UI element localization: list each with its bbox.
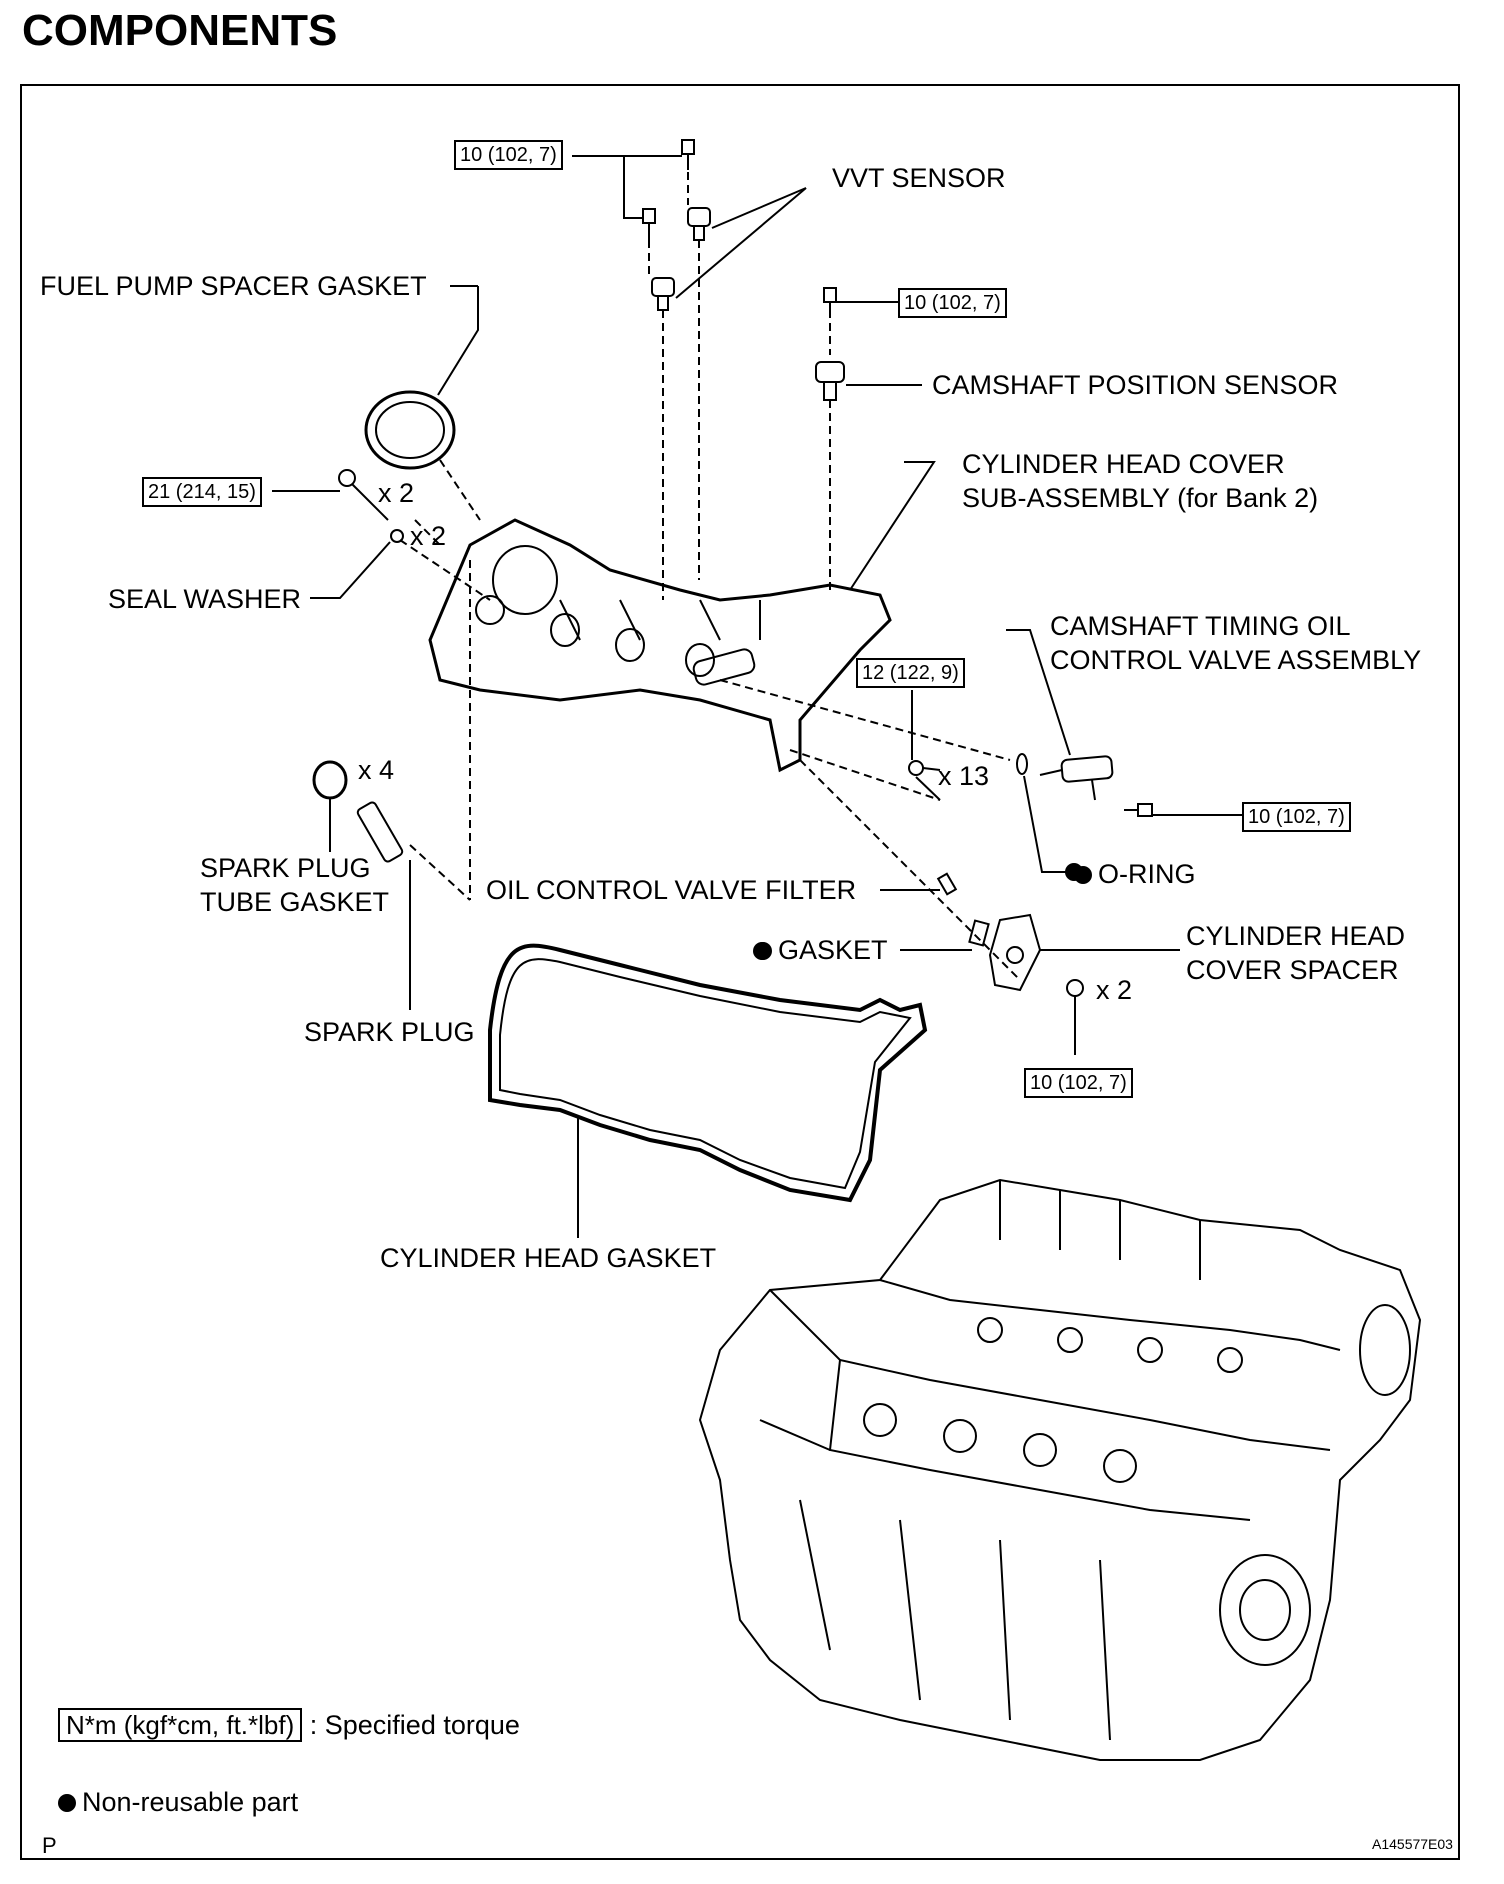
label-cylinder-head-gasket: CYLINDER HEAD GASKET (380, 1243, 717, 1273)
non-reusable-dot-icon (58, 1794, 76, 1812)
vvt-sensor-lower-icon (651, 277, 675, 311)
spark-plug-tube-gasket-icon (312, 760, 348, 800)
cam-position-bolt-icon (823, 287, 837, 312)
label-o-ring: O-RING (1074, 858, 1196, 890)
non-reusable-dot-icon (754, 942, 772, 960)
torque-spacer-bolt: 10 (102, 7) (1024, 1068, 1133, 1098)
legend-torque-unit: N*m (kgf*cm, ft.*lbf) (58, 1708, 303, 1742)
label-seal-washer: SEAL WASHER (108, 584, 302, 614)
qty-spacer-bolt: x 2 (1096, 975, 1133, 1005)
footer-left: P (42, 1833, 57, 1858)
label-cylinder-head-cover-line2: SUB-ASSEMBLY (for Bank 2) (962, 483, 1319, 513)
bolt-21-icon (338, 469, 389, 521)
camshaft-position-sensor-icon (815, 361, 845, 401)
cylinder-head-cover-icon (428, 518, 892, 773)
qty-bolt-21: x 2 (378, 478, 415, 508)
camshaft-timing-oil-control-valve-icon (1039, 755, 1114, 801)
diagram-frame (20, 84, 1460, 1860)
vvt-bolt-top-icon (681, 139, 695, 170)
cylinder-head-cover-spacer-icon (988, 913, 1042, 992)
oil-control-valve-filter-icon (936, 872, 958, 896)
torque-ocv-bolt: 10 (102, 7) (1242, 802, 1351, 832)
ocv-bolt-icon (1124, 803, 1153, 817)
o-ring-icon (1016, 753, 1028, 775)
bolt-12-icon (908, 760, 941, 776)
legend-torque: N*m (kgf*cm, ft.*lbf) : Specified torque (58, 1706, 520, 1744)
seal-washer-icon (390, 529, 404, 543)
fuel-pump-spacer-gasket-icon (364, 390, 456, 470)
label-gasket: GASKET (754, 934, 888, 966)
label-oil-control-valve-filter: OIL CONTROL VALVE FILTER (486, 875, 857, 905)
label-spark-plug-tube-gasket-line2: TUBE GASKET (200, 887, 390, 917)
label-camshaft-position-sensor: CAMSHAFT POSITION SENSOR (932, 370, 1339, 400)
legend-nonreusable: Non-reusable part (58, 1786, 298, 1818)
spacer-bolt-icon (1066, 979, 1084, 997)
qty-seal-washer: x 2 (410, 521, 447, 551)
qty-bolt-12: x 13 (938, 761, 990, 791)
label-camshaft-timing-line1: CAMSHAFT TIMING OIL (1050, 611, 1351, 641)
non-reusable-dot-icon (1074, 866, 1092, 884)
cylinder-head-gasket-icon (488, 943, 928, 1203)
label-cylinder-head-cover-line1: CYLINDER HEAD COVER (962, 449, 1285, 479)
label-camshaft-timing-line2: CONTROL VALVE ASSEMBLY (1050, 645, 1422, 675)
qty-tube-gasket: x 4 (358, 755, 395, 785)
footer-right: A145577E03 (1372, 1836, 1453, 1852)
label-cylinder-head-cover-spacer-line1: CYLINDER HEAD (1186, 921, 1406, 951)
label-spark-plug-tube-gasket-line1: SPARK PLUG (200, 853, 371, 883)
label-spark-plug: SPARK PLUG (304, 1017, 475, 1047)
label-cylinder-head-cover-spacer-line2: COVER SPACER (1186, 955, 1399, 985)
engine-assembly-icon (698, 1178, 1422, 1761)
legend-torque-text: : Specified torque (309, 1710, 520, 1740)
torque-bolt-12: 12 (122, 9) (856, 658, 965, 688)
vvt-sensor-upper-icon (687, 207, 711, 241)
label-vvt-sensor: VVT SENSOR (832, 163, 1006, 193)
torque-cam-position-bolt: 10 (102, 7) (898, 288, 1007, 318)
gasket-icon (968, 919, 990, 947)
torque-bolt-21: 21 (214, 15) (142, 477, 262, 507)
vvt-bolt-left-icon (642, 208, 656, 240)
label-fuel-pump-spacer-gasket: FUEL PUMP SPACER GASKET (40, 271, 427, 301)
torque-vvt-bolt: 10 (102, 7) (454, 140, 563, 170)
spark-plug-icon (356, 801, 404, 863)
page-title: COMPONENTS (22, 6, 338, 55)
